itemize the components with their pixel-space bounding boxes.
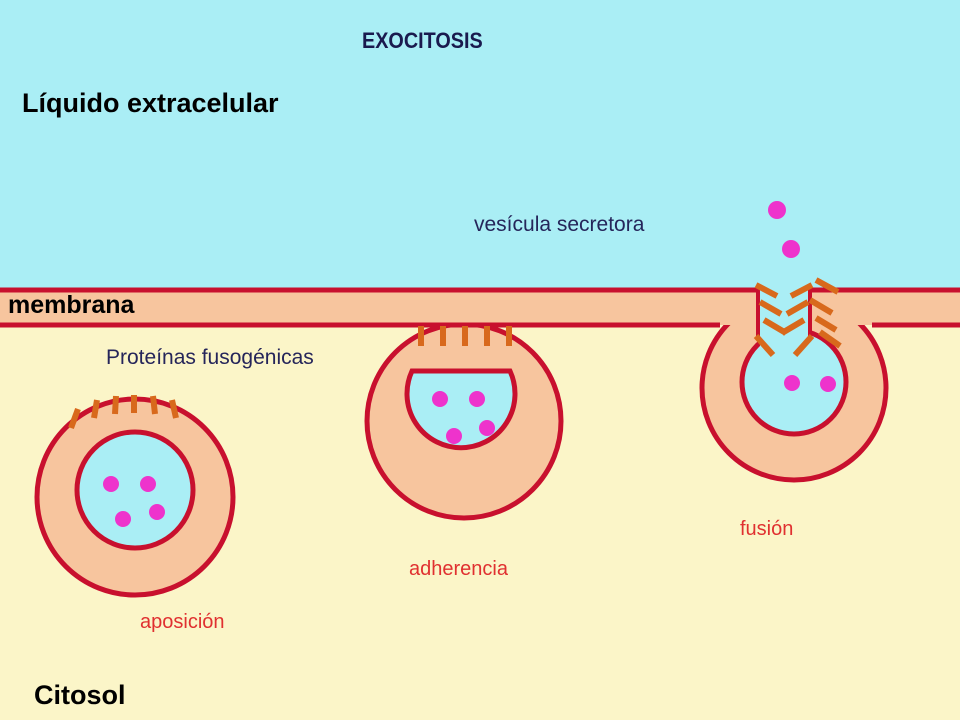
label-vesicle: vesícula secretora: [474, 213, 645, 236]
fusogenic-proteins-vesicle: [68, 395, 179, 430]
extracellular-fluid: [0, 0, 960, 290]
fusion-pore: [760, 286, 808, 348]
label-extracellular: Líquido extracelular: [22, 88, 279, 118]
vesicle-adherencia: [364, 321, 564, 521]
secretory-granules: [784, 375, 836, 392]
label-cytosol: Citosol: [34, 680, 126, 710]
fusogenic-proteins-membrane: [418, 326, 512, 346]
vesicle-aposicion: [34, 395, 236, 598]
label-membrane: membrana: [8, 291, 135, 319]
stage-label-adherencia: adherencia: [409, 558, 508, 580]
released-granules: [768, 201, 800, 258]
stage-label-aposicion: aposición: [140, 611, 225, 633]
stage-label-fusion: fusión: [740, 518, 794, 540]
label-proteins: Proteínas fusogénicas: [106, 346, 314, 369]
secretory-granules: [432, 391, 495, 444]
secretory-granules: [103, 476, 165, 527]
fusogenic-proteins-pore: [753, 277, 842, 358]
diagram-title: EXOCITOSIS: [362, 28, 483, 53]
